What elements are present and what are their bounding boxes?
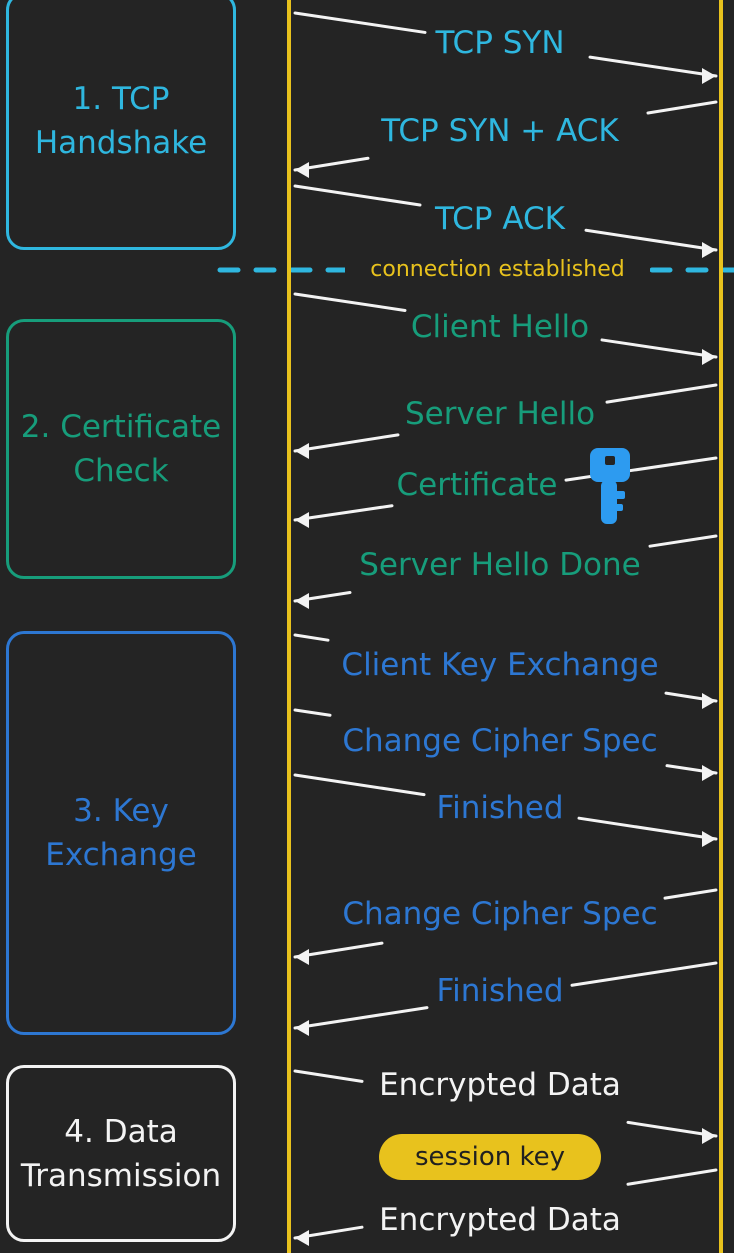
arrow-head (295, 1020, 309, 1036)
arrow-head (295, 512, 309, 528)
message-certificate: Certificate (396, 467, 558, 503)
arrow-head (295, 593, 309, 609)
phase-certificate-check-line1: 2. Certificate (20, 409, 222, 445)
phase-data-transmission: 4. Data Transmission (6, 1065, 236, 1242)
arrow-head (702, 242, 716, 258)
message-client-key-exchange: Client Key Exchange (341, 647, 659, 683)
message-server-hello-done: Server Hello Done (359, 547, 641, 583)
message-tcp-ack: TCP ACK (435, 201, 565, 237)
server-lifeline (719, 0, 723, 1253)
arrow-line (588, 55, 718, 78)
arrow-head (295, 949, 309, 965)
message-encrypted-data-client: Encrypted Data (379, 1067, 621, 1103)
arrow-head (702, 68, 716, 84)
arrow-line (570, 961, 718, 987)
arrow-line (293, 1069, 364, 1083)
session-key-badge: session key (379, 1134, 601, 1180)
arrow-head (702, 1128, 716, 1144)
arrow-line (584, 228, 718, 252)
arrow-head (295, 162, 309, 178)
arrow-head (702, 765, 716, 781)
arrow-line (293, 1006, 429, 1030)
arrow-head (702, 831, 716, 847)
message-finished-server: Finished (436, 973, 564, 1009)
arrow-line (293, 941, 384, 959)
phase-data-transmission-line1: 4. Data (64, 1113, 178, 1150)
arrow-line (293, 708, 332, 717)
phase-key-exchange-line2: Exchange (45, 837, 197, 873)
arrow-line (293, 184, 422, 207)
arrow-line (293, 11, 427, 34)
message-encrypted-data-server: Encrypted Data (379, 1202, 621, 1238)
arrow-line (293, 773, 426, 797)
arrow-head (295, 1230, 309, 1246)
arrow-line (663, 888, 718, 900)
phase-tcp-handshake-line2: Handshake (34, 125, 208, 161)
arrow-line (293, 433, 400, 453)
phase-tcp-handshake: 1. TCP Handshake (6, 0, 236, 250)
arrow-head (702, 693, 716, 709)
phase-key-exchange-line1: 3. Key (73, 793, 169, 829)
arrow-head (295, 443, 309, 459)
phase-certificate-check: 2. Certificate Check (6, 319, 236, 579)
message-change-cipher-spec-server: Change Cipher Spec (342, 896, 658, 932)
arrow-line (605, 383, 718, 404)
message-finished-client: Finished (436, 790, 564, 826)
arrow-head (702, 349, 716, 365)
phase-data-transmission-line2: Transmission (20, 1157, 222, 1194)
arrow-line (646, 100, 718, 115)
arrow-line (648, 534, 718, 548)
message-server-hello: Server Hello (404, 396, 596, 432)
key-icon (590, 448, 630, 524)
message-change-cipher-spec-client: Change Cipher Spec (342, 723, 658, 759)
arrow-line (293, 292, 407, 312)
arrow-line (577, 816, 718, 841)
message-tcp-syn: TCP SYN (435, 25, 565, 61)
arrow-line (600, 338, 718, 359)
client-lifeline (287, 0, 291, 1253)
message-client-hello: Client Hello (410, 309, 590, 345)
arrow-line (626, 1168, 718, 1186)
message-tcp-syn-ack: TCP SYN + ACK (381, 113, 619, 149)
phase-certificate-check-line2: Check (73, 453, 169, 489)
connection-established-label: connection established (345, 256, 650, 284)
arrow-line (293, 633, 330, 642)
arrow-line (626, 1120, 718, 1138)
phase-tcp-handshake-line1: 1. TCP (72, 81, 170, 117)
phase-key-exchange: 3. Key Exchange (6, 631, 236, 1035)
arrow-line (293, 504, 394, 522)
